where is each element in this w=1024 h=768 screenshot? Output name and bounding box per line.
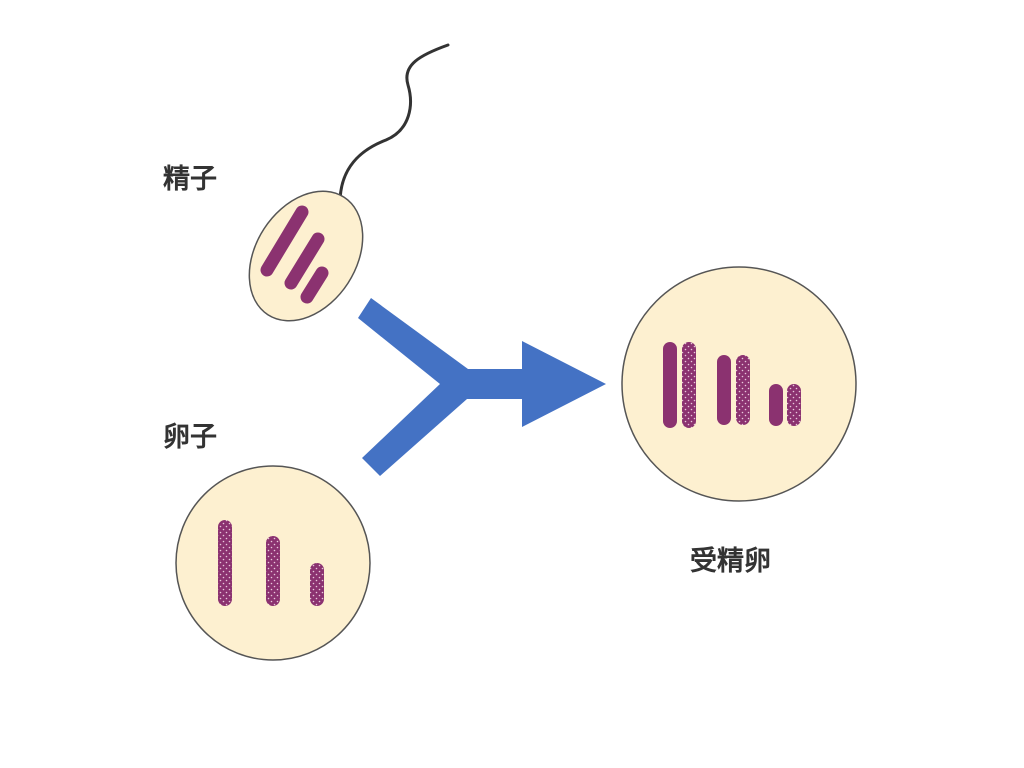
y-merge-arrow-icon <box>358 298 606 476</box>
merge-arrow-body <box>358 298 606 476</box>
sperm-chromosome <box>284 232 325 290</box>
zygote-chromosome-paternal <box>663 342 677 428</box>
zygote-chromosome-maternal <box>736 355 750 425</box>
zygote-chromosome-maternal <box>787 384 801 426</box>
zygote-chromosome-paternal <box>769 384 783 426</box>
zygote-chromosome-maternal <box>682 342 696 428</box>
zygote-chromosome-paternal <box>717 355 731 425</box>
zygote-cell <box>621 266 857 502</box>
zygote-label: 受精卵 <box>690 546 771 577</box>
sperm-tail <box>338 43 450 205</box>
egg-cell <box>175 465 371 661</box>
egg-label: 卵子 <box>163 422 217 453</box>
egg-chromosome <box>266 536 280 606</box>
sperm-cell <box>248 190 364 322</box>
egg-chromosome <box>218 520 232 606</box>
egg-chromosome <box>310 563 324 606</box>
sperm-chromosome <box>260 205 309 277</box>
sperm-chromosome <box>300 266 329 304</box>
sperm-label: 精子 <box>163 164 217 195</box>
